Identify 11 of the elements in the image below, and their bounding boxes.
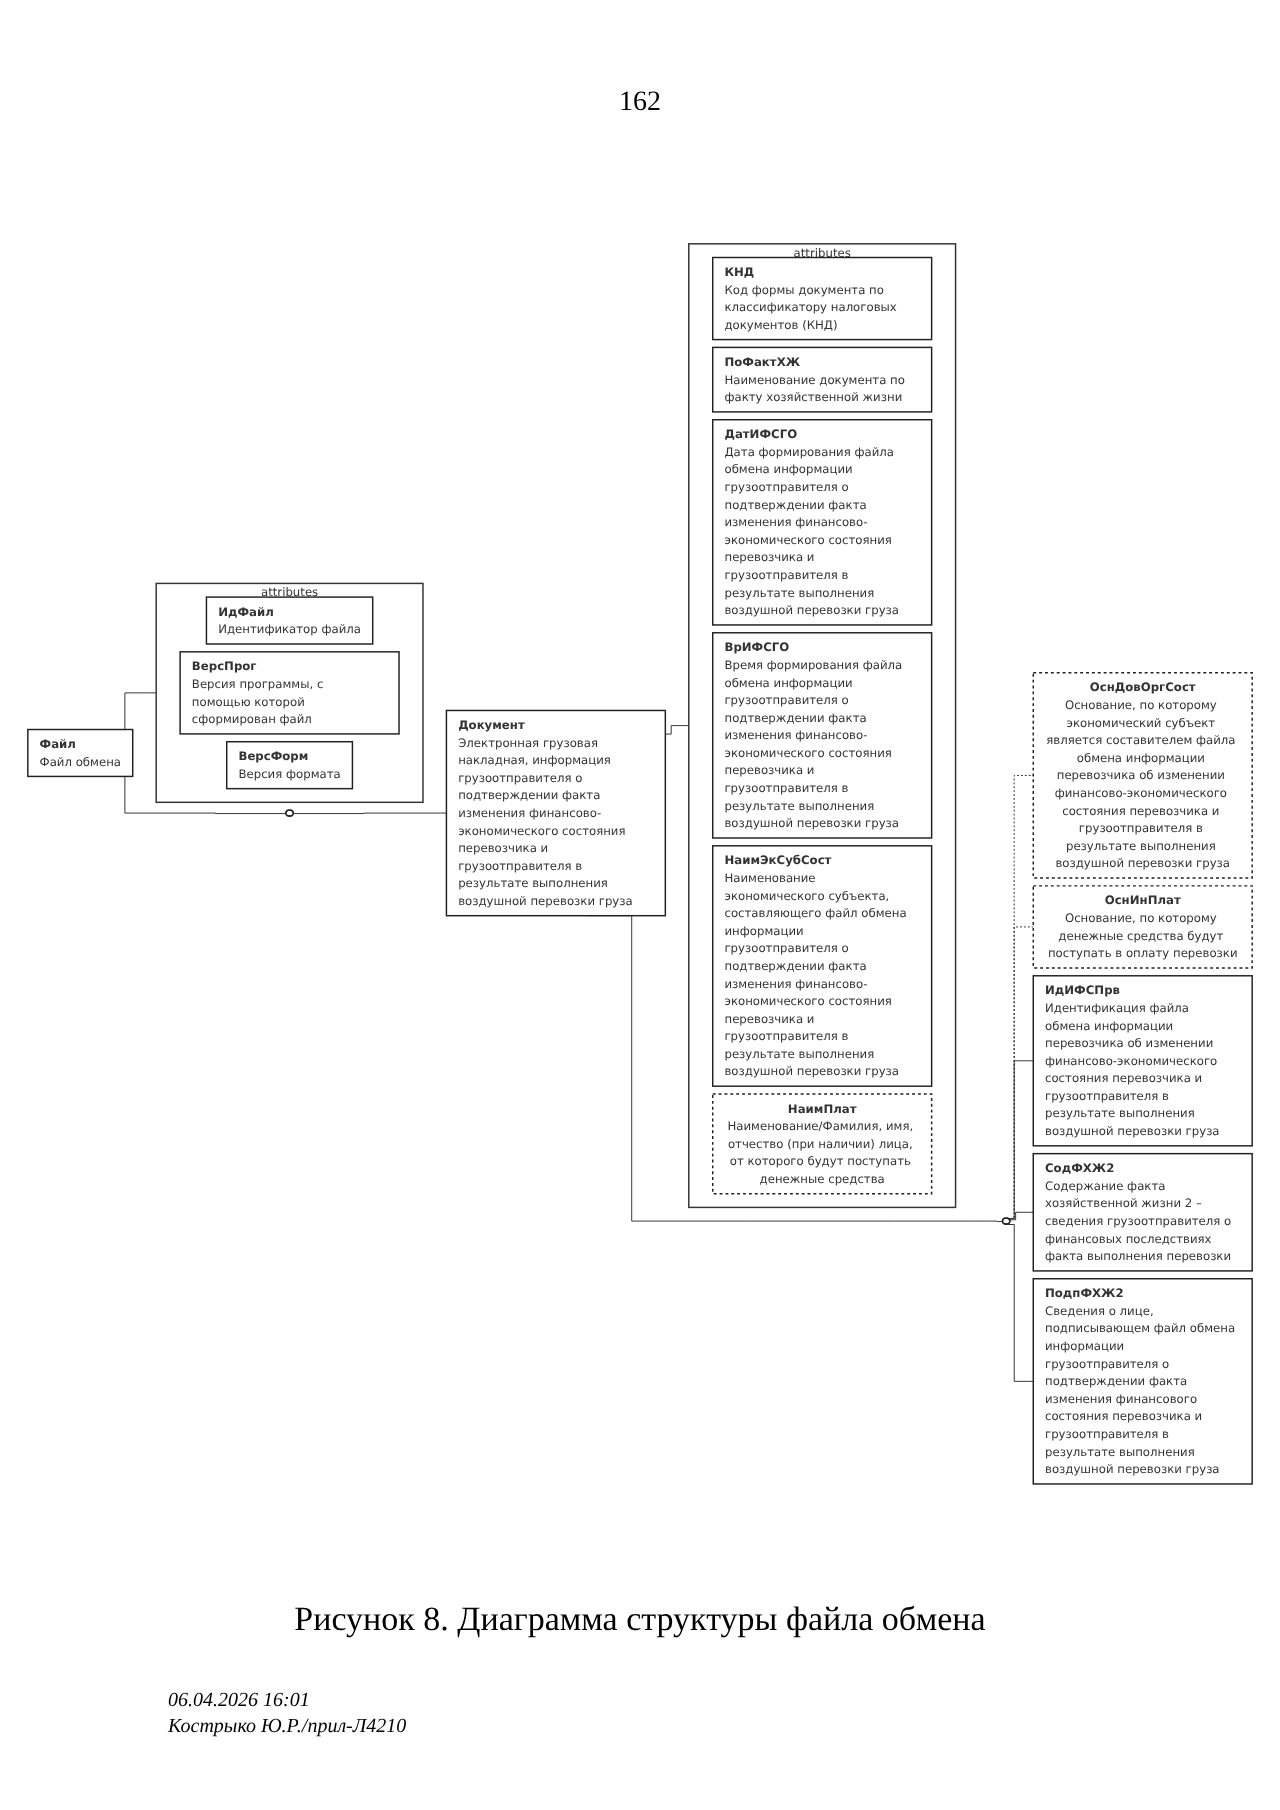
connector bbox=[1006, 1060, 1034, 1220]
connector bbox=[1006, 775, 1034, 1220]
page-number: 162 bbox=[619, 88, 661, 120]
footer-note: Кострыко Ю.Р./прил-Л4210 bbox=[168, 1716, 407, 1738]
connector bbox=[664, 725, 690, 735]
connector bbox=[1006, 926, 1034, 1220]
connector bbox=[1009, 1211, 1034, 1221]
connector bbox=[1006, 1224, 1034, 1382]
footer-note: 06.04.2026 16:01 bbox=[168, 1690, 310, 1712]
connector bbox=[293, 812, 447, 815]
figure-caption: Рисунок 8. Диаграмма структуры файла обмена bbox=[294, 1600, 986, 1640]
